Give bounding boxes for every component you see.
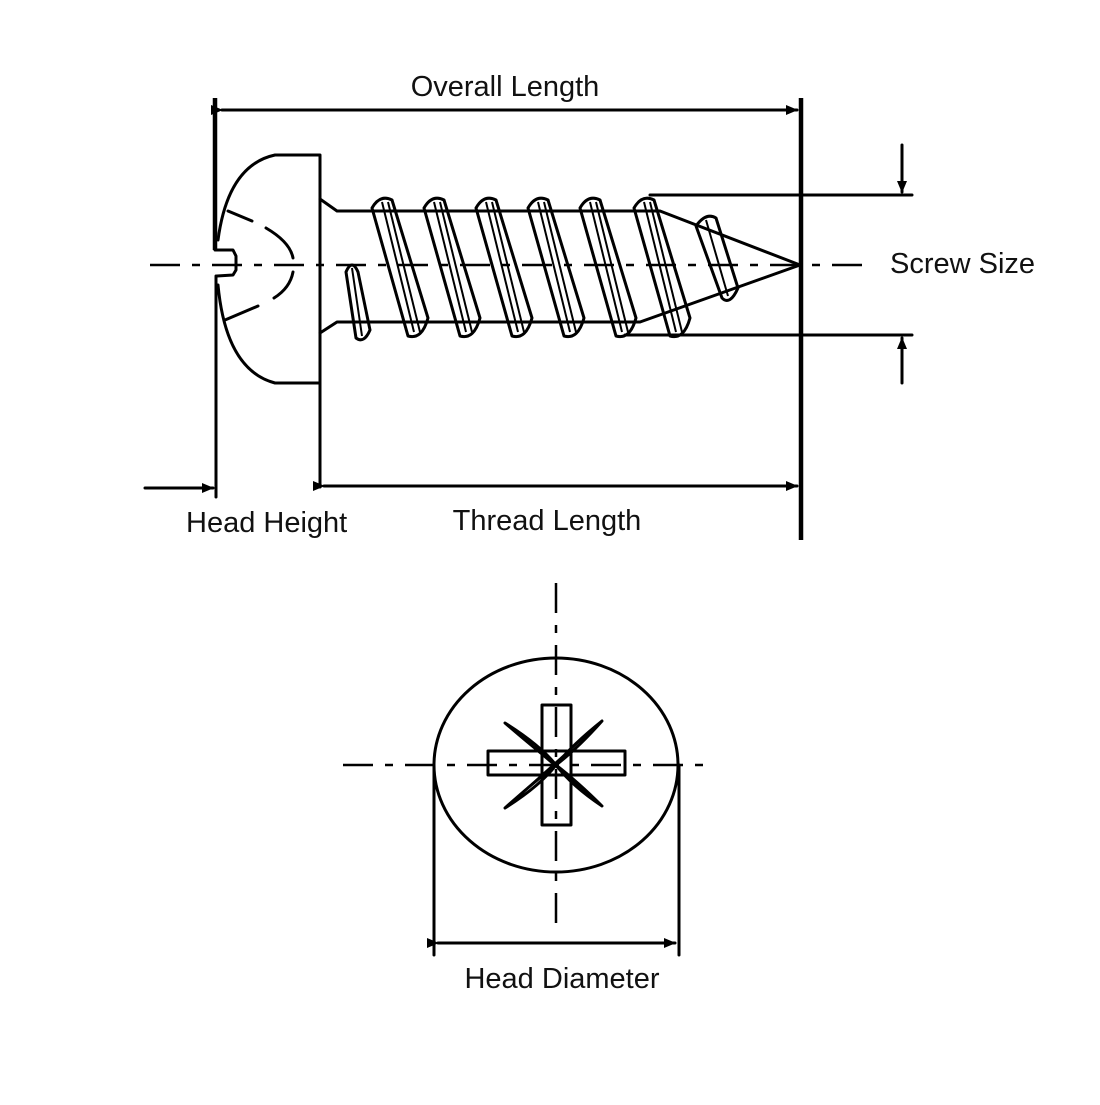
thread-length-label: Thread Length — [453, 505, 642, 537]
head-dashed-recess — [223, 209, 295, 322]
side-view: Overall Length Screw Size Head Height Th… — [143, 71, 1035, 540]
overall-length-label: Overall Length — [411, 71, 600, 103]
top-view: Head Diameter — [343, 583, 712, 995]
head-diameter-label: Head Diameter — [464, 963, 659, 995]
screw-head — [213, 153, 322, 385]
head-height-label: Head Height — [186, 507, 347, 539]
screw-threads — [344, 196, 740, 342]
pozidriv-recess-icon — [486, 703, 627, 827]
screw-size-label: Screw Size — [890, 248, 1035, 280]
